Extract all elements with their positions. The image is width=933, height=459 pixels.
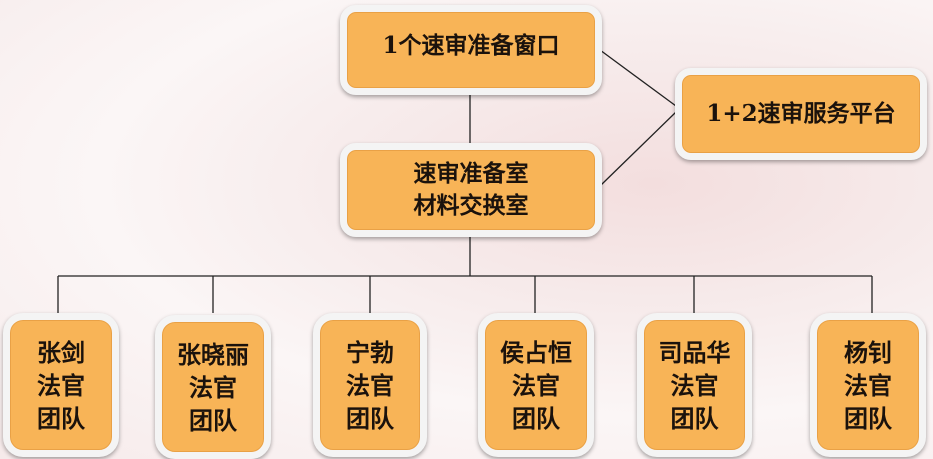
- team-name: 杨钊: [844, 337, 892, 367]
- team-name: 司品华: [658, 337, 731, 367]
- team-name: 张剑: [37, 337, 85, 367]
- team-unit: 团队: [670, 403, 719, 433]
- connector-window-platform: [599, 49, 677, 107]
- team-role: 法官: [346, 370, 394, 400]
- team-name: 张晓丽: [177, 339, 249, 369]
- team-role: 法官: [37, 370, 85, 400]
- team-node: 张晓丽 法官 团队: [155, 315, 271, 459]
- team-name: 侯占恒: [500, 337, 572, 367]
- team-role: 法官: [844, 370, 892, 400]
- room-label-1: 速审准备室: [413, 160, 529, 187]
- team-unit: 团队: [346, 403, 394, 433]
- team-node: 宁勃 法官 团队: [313, 313, 427, 457]
- platform-label: 1+2速审服务平台: [706, 100, 896, 127]
- room-node: 速审准备室 材料交换室: [340, 143, 602, 237]
- team-unit: 团队: [512, 403, 560, 433]
- team-role: 法官: [189, 372, 237, 402]
- team-node: 张剑 法官 团队: [3, 313, 119, 457]
- team-unit: 团队: [844, 403, 892, 433]
- team-name: 宁勃: [346, 337, 394, 367]
- team-node: 侯占恒 法官 团队: [478, 313, 594, 457]
- room-label-2: 材料交换室: [413, 192, 529, 219]
- team-role: 法官: [512, 370, 560, 400]
- connector-room-platform: [599, 111, 677, 187]
- window-label: 1个速审准备窗口: [382, 32, 560, 59]
- window-node: 1个速审准备窗口: [340, 5, 602, 95]
- platform-node: 1+2速审服务平台: [675, 68, 927, 160]
- team-role: 法官: [670, 370, 719, 400]
- team-node: 杨钊 法官 团队: [810, 313, 926, 457]
- team-node: 司品华 法官 团队: [637, 313, 752, 457]
- team-unit: 团队: [189, 405, 237, 435]
- team-unit: 团队: [37, 403, 85, 433]
